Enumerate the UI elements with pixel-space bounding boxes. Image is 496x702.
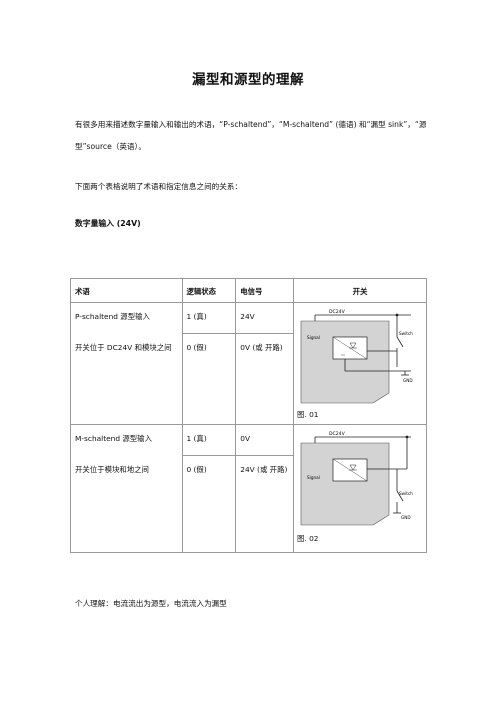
table-row: M-schaltend 源型输入 开关位于模块和地之间 1 (真) 0 (假) … [70,424,428,553]
header-signal: 电信号 [235,278,294,303]
intro-paragraph-2: 下面两个表格说明了术语和指定信息之间的关系： [75,182,243,191]
terminology-table: 术语 逻辑状态 电信号 开关 P-schaltend 源型输入 开关位于 DC2… [70,278,428,553]
state-cell: 1 (真) 0 (假) [181,424,237,553]
header-switch: 开关 [292,278,428,303]
signal-true: 0V [240,434,251,443]
state-cell: 1 (真) 0 (假) [181,302,237,425]
p-switch-circuit-diagram: DC24V Signal Switch GND [300,309,413,404]
m-switch-circuit-diagram: DC24V Signal Switch GND [300,431,413,526]
switch-diagram-cell: DC24V Signal Switch GND 图. 02 [292,424,428,553]
signal-false: 0V (或 开路) [236,333,293,361]
switch-diagram-cell: DC24V Signal Switch GND 图. 01 [292,302,428,425]
signal-label: Signal [307,475,320,480]
signal-label: Signal [307,335,320,340]
gnd-label: GND [401,515,411,520]
state-true: 1 (真) [186,434,207,443]
figure-caption: 图. 02 [296,534,319,543]
supply-label: DC24V [329,431,346,437]
switch-label: Switch [399,491,413,496]
state-true: 1 (真) [186,312,207,321]
figure-caption: 图. 01 [296,410,319,419]
signal-cell: 0V 24V (或 开路) [235,424,294,553]
term-description: 开关位于 DC24V 和模块之间 [75,343,172,352]
term-title: P-schaltend 源型输入 [75,312,150,321]
term-title: M-schaltend 源型输入 [75,434,152,443]
section-heading: 数字量输入 (24V) [75,219,141,228]
supply-label: DC24V [329,309,346,315]
switch-label: Switch [399,331,413,336]
table-row: P-schaltend 源型输入 开关位于 DC24V 和模块之间 1 (真) … [70,302,428,425]
page-title: 漏型和源型的理解 [192,72,304,88]
signal-cell: 24V 0V (或 开路) [235,302,294,425]
signal-true: 24V [240,312,255,321]
header-logic-state: 逻辑状态 [181,278,237,303]
intro-paragraph: 有很多用来描述数字量输入和输出的术语，“P-schaltend”，“M-scha… [75,120,427,151]
state-false: 0 (假) [182,455,236,483]
header-term: 术语 [70,278,183,303]
table-header-row: 术语 逻辑状态 电信号 开关 [70,278,428,303]
footer-note: 个人理解：电流流出为源型，电流流入为漏型 [75,599,227,608]
term-cell: M-schaltend 源型输入 开关位于模块和地之间 [70,424,183,553]
signal-false: 24V (或 开路) [236,455,293,483]
state-false: 0 (假) [182,333,236,361]
gnd-label: GND [403,378,413,383]
term-description: 开关位于模块和地之间 [75,465,149,474]
term-cell: P-schaltend 源型输入 开关位于 DC24V 和模块之间 [70,302,183,425]
